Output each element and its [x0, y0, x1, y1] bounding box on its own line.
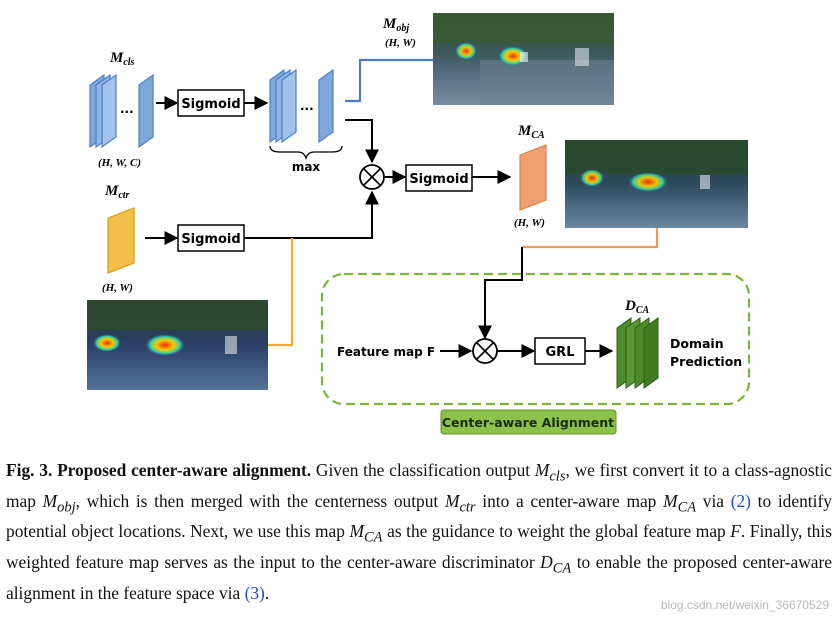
m-obj-label: Mobj	[382, 16, 409, 34]
m-cls-dots: ...	[120, 102, 134, 116]
fig-label: Fig. 3.	[6, 460, 53, 480]
sigmoid-box-cls	[177, 89, 245, 117]
svg-text:Sigmoid: Sigmoid	[409, 172, 468, 187]
m-obj-dim: (H, W)	[385, 37, 416, 49]
figure-caption: Fig. 3. Proposed center-aware alignment.…	[6, 460, 832, 603]
sigmoid-output-dots: ...	[300, 99, 314, 113]
watermark-text: blog.csdn.net/weixin_36670529	[660, 598, 829, 612]
m-ctr-map	[107, 207, 135, 274]
m-ca-dim: (H, W)	[514, 217, 545, 229]
svg-text:Sigmoid: Sigmoid	[181, 232, 240, 247]
m-ctr-dim: (H, W)	[102, 282, 133, 294]
max-brace	[269, 145, 343, 161]
svg-text:Sigmoid: Sigmoid	[181, 97, 240, 112]
m-cls-map-stack	[89, 73, 154, 149]
equation-ref-2[interactable]: (2)	[730, 490, 751, 511]
max-label: max	[292, 160, 321, 174]
domain-prediction-line2: Prediction	[670, 354, 742, 369]
d-ca-discriminator-stack	[616, 317, 659, 389]
equation-ref-3[interactable]: (3)	[244, 582, 265, 603]
m-ca-image	[565, 140, 748, 228]
m-ctr-image	[87, 300, 268, 390]
m-cls-dim: (H, W, C)	[98, 157, 141, 169]
m-ca-label: MCA	[517, 123, 545, 141]
sigmoid-output-stack	[269, 68, 334, 144]
multiply-node-bottom	[472, 338, 498, 364]
m-cls-label: Mcls	[109, 50, 135, 68]
sigmoid-box-merge	[405, 164, 473, 192]
center-aware-alignment-diagram: ... Mcls (H, W, C) Sigmoid ... max Mobj …	[87, 13, 751, 435]
m-ctr-label: Mctr	[104, 183, 130, 201]
m-ca-map	[519, 144, 547, 211]
m-obj-image	[433, 13, 614, 105]
grl-box	[534, 337, 586, 365]
feature-map-label: Feature map F	[337, 345, 435, 359]
svg-text:GRL: GRL	[546, 345, 575, 360]
d-ca-label: DCA	[624, 298, 650, 316]
multiply-node-top	[359, 164, 385, 190]
domain-prediction-line1: Domain	[670, 336, 724, 351]
svg-text:Center-aware Alignment: Center-aware Alignment	[442, 415, 614, 430]
center-aware-alignment-region	[320, 272, 751, 406]
sigmoid-box-ctr	[177, 224, 245, 252]
center-aware-alignment-tag	[440, 409, 617, 435]
fig-title: Proposed center-aware alignment.	[57, 460, 312, 480]
